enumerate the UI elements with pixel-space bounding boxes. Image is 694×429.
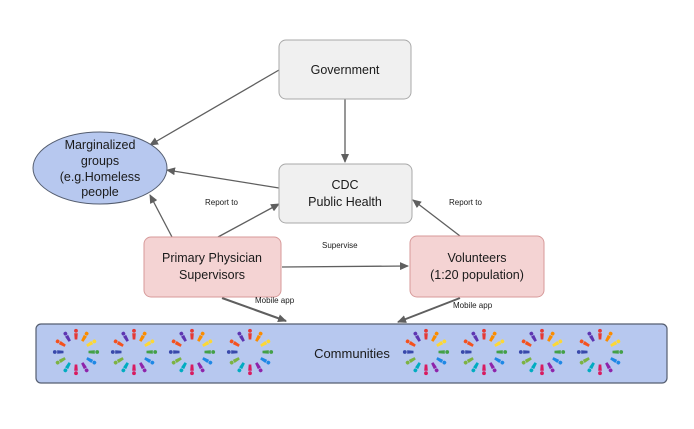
edge-physicians-to-marginalized <box>149 194 173 238</box>
node-volunteers: Volunteers (1:20 population) <box>409 235 545 298</box>
node-communities-label: Communities <box>314 346 390 361</box>
edge-physicians-to-cdc <box>217 203 280 238</box>
edges <box>149 69 461 323</box>
node-volunteers-label-line1: Volunteers <box>447 251 506 265</box>
edge-label-report-to-left: Report to <box>205 198 238 207</box>
edge-label-supervise: Supervise <box>322 241 358 250</box>
edge-government-to-marginalized <box>149 69 280 146</box>
node-government-label: Government <box>311 63 380 77</box>
node-government: Government <box>278 39 412 100</box>
node-cdc-label-line2: Public Health <box>308 195 382 209</box>
node-physicians-label-line2: Supervisors <box>179 268 245 282</box>
node-primary-physician-supervisors: Primary Physician Supervisors <box>143 236 282 298</box>
node-marginalized-label-line4: people <box>81 185 119 199</box>
node-marginalized-groups: Marginalized groups (e.g.Homeless people <box>32 131 168 205</box>
edge-physicians-to-volunteers <box>281 262 409 271</box>
edge-volunteers-to-communities <box>397 297 461 323</box>
node-communities: Communities <box>35 323 668 384</box>
node-marginalized-label-line1: Marginalized <box>65 138 136 152</box>
node-volunteers-label-line2: (1:20 population) <box>430 268 524 282</box>
node-marginalized-label-line2: groups <box>81 154 119 168</box>
node-marginalized-label-line3: (e.g.Homeless <box>60 170 141 184</box>
edge-label-mobile-app-left: Mobile app <box>255 296 295 305</box>
node-physicians-label-line1: Primary Physician <box>162 251 262 265</box>
edge-label-report-to-right: Report to <box>449 198 482 207</box>
edge-label-mobile-app-right: Mobile app <box>453 301 493 310</box>
node-cdc: CDC Public Health <box>278 163 413 224</box>
node-cdc-label-line1: CDC <box>331 178 358 192</box>
edge-cdc-to-marginalized <box>166 167 280 189</box>
edge-volunteers-to-cdc <box>412 199 461 237</box>
edge-physicians-to-communities <box>221 297 287 323</box>
